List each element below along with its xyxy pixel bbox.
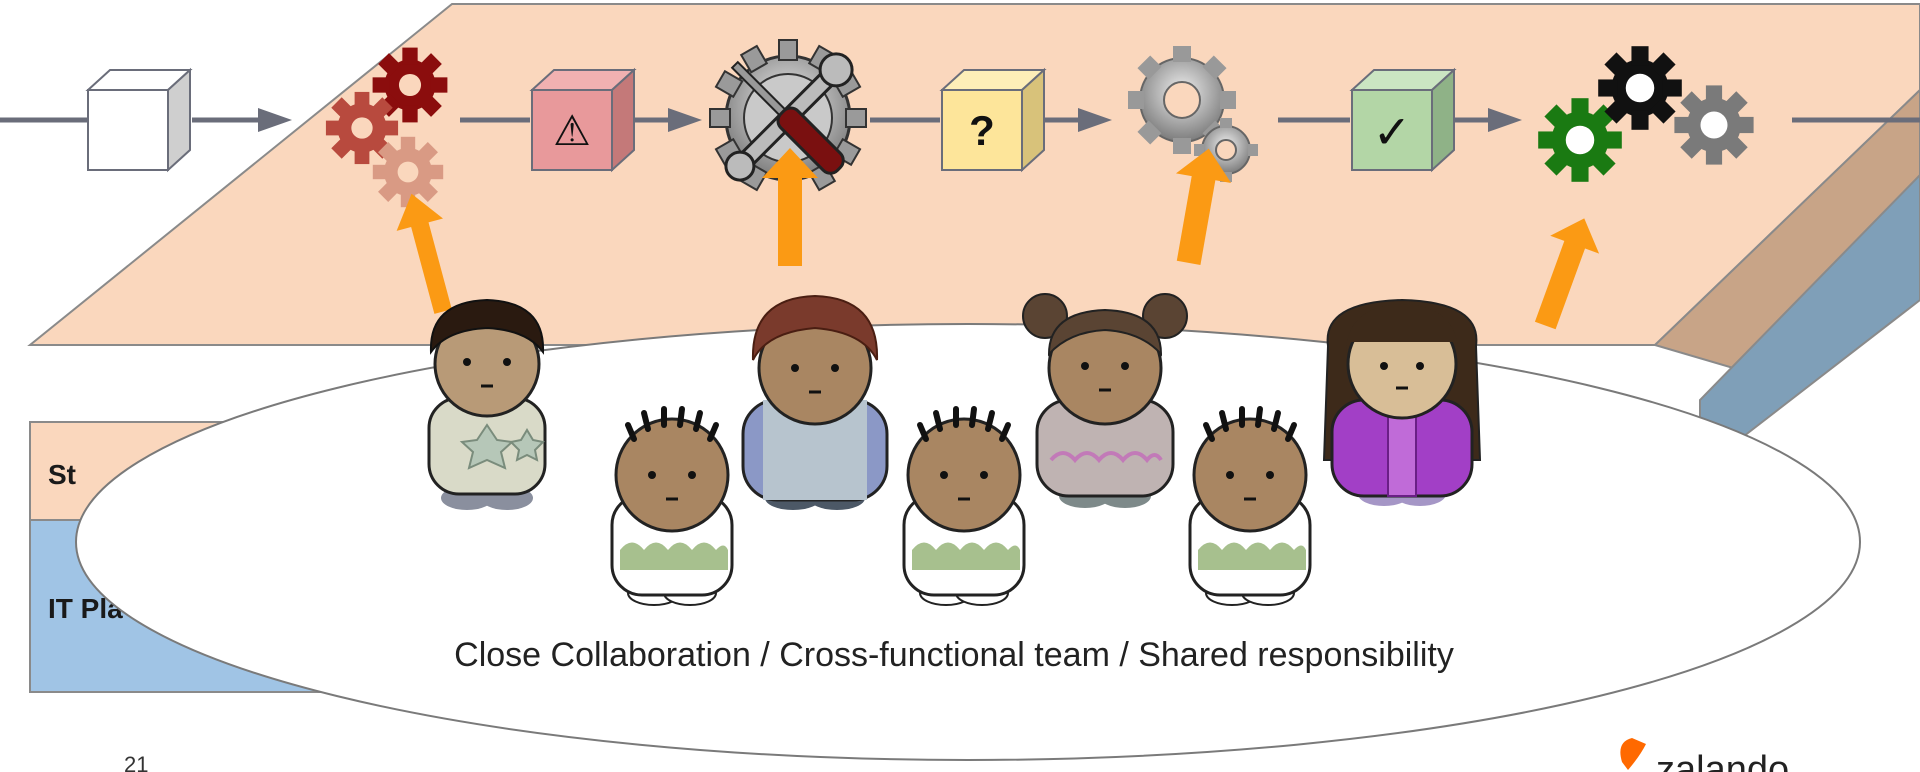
brand-name: zalando — [1656, 749, 1789, 772]
warning-icon: ⚠ — [553, 106, 591, 155]
responsibility-arrows — [396, 148, 1600, 330]
stage-box-warning: ⚠ — [529, 67, 637, 173]
zalando-logo-icon — [1620, 738, 1646, 770]
orange-arrow-icon — [1175, 148, 1232, 265]
team-member-pigtails — [1022, 293, 1188, 508]
stage-box-input — [85, 67, 193, 173]
stage-box-check: ✓ — [1349, 67, 1457, 173]
team-member-curly-hair — [427, 298, 547, 510]
flow-arrowheads — [258, 108, 1522, 132]
zalando-logo: zalando — [1620, 738, 1789, 772]
team-member-red-hair — [741, 294, 889, 510]
orange-arrow-icon — [1534, 218, 1600, 330]
question-icon: ? — [969, 107, 995, 154]
slide-number: 21 — [124, 752, 148, 772]
orange-arrow-icon — [762, 148, 818, 266]
team-member-long-hair — [1322, 298, 1482, 506]
orange-arrow-icon — [396, 193, 452, 314]
team-member-spiky-hair-2 — [902, 406, 1026, 606]
arrowhead-icon — [1488, 108, 1522, 132]
team-member-spiky-hair-3 — [1188, 406, 1312, 606]
stage-box-question: ? — [939, 67, 1047, 173]
team-member-spiky-hair-1 — [610, 406, 734, 606]
check-icon: ✓ — [1373, 105, 1412, 159]
arrowhead-icon — [258, 108, 292, 132]
team-caption: Close Collaboration / Cross-functional t… — [454, 636, 1454, 674]
arrowhead-icon — [668, 108, 702, 132]
strategy-layer-label: St — [48, 459, 76, 490]
arrowhead-icon — [1078, 108, 1112, 132]
